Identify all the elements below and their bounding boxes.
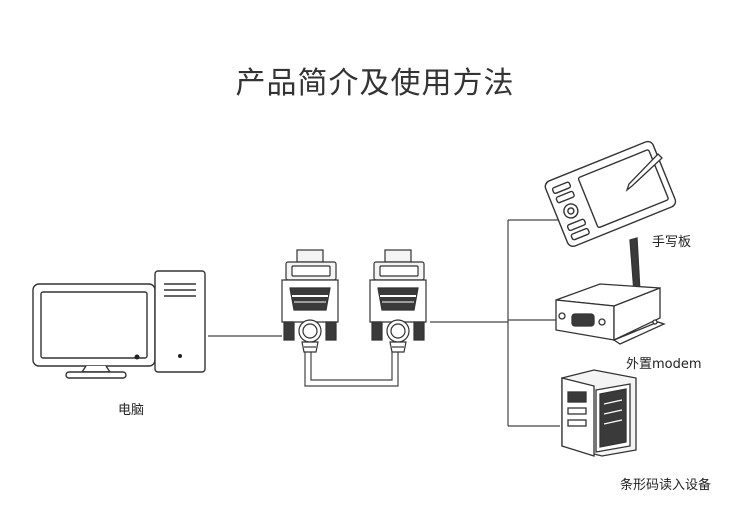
connection-lines <box>208 219 568 427</box>
barcode-printer-icon <box>561 369 637 457</box>
pc-label: 电脑 <box>118 403 145 418</box>
db9-serial-connector-icon <box>369 249 427 353</box>
desktop-computer-icon <box>32 270 206 379</box>
modem-icon <box>555 237 666 345</box>
modem-label: 外置modem <box>626 357 702 372</box>
db9-serial-connector-icon <box>281 249 339 353</box>
barcode-device-label: 条形码读入设备 <box>620 478 712 493</box>
page-title: 产品简介及使用方法 <box>235 66 515 101</box>
tablet-label: 手写板 <box>652 235 692 250</box>
stylus-icon <box>625 153 663 192</box>
